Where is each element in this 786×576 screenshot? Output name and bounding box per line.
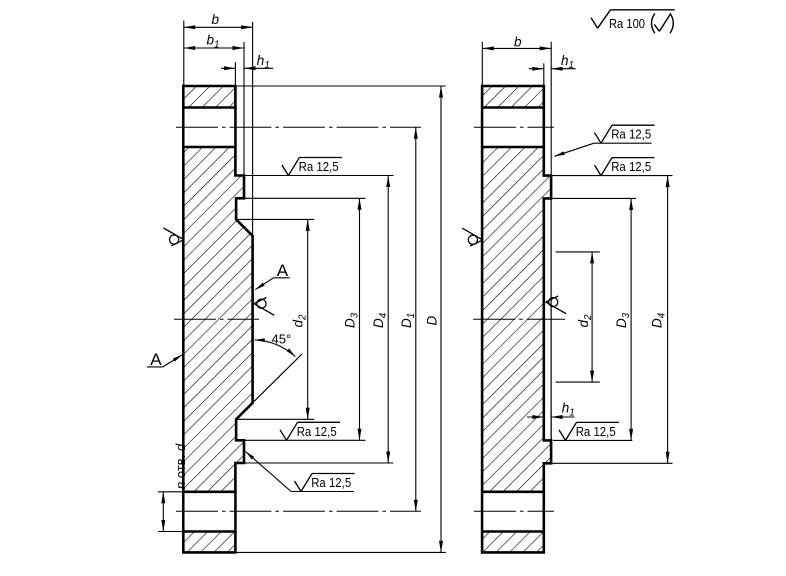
svg-text:n отв. d: n отв. d xyxy=(173,443,188,489)
svg-text:Ra 100: Ra 100 xyxy=(609,16,645,31)
svg-text:Ra 12,5: Ra 12,5 xyxy=(311,475,351,490)
svg-text:Ra 12,5: Ra 12,5 xyxy=(611,159,651,174)
svg-text:b: b xyxy=(212,12,220,27)
svg-text:b: b xyxy=(514,35,522,50)
svg-text:45°: 45° xyxy=(272,331,292,346)
svg-text:Ra 12,5: Ra 12,5 xyxy=(611,127,651,142)
svg-text:A: A xyxy=(150,350,162,369)
svg-text:A: A xyxy=(277,261,289,280)
svg-text:Ra 12,5: Ra 12,5 xyxy=(576,424,616,439)
svg-text:Ra 12,5: Ra 12,5 xyxy=(297,424,337,439)
svg-text:D: D xyxy=(425,316,440,326)
svg-text:Ra 12,5: Ra 12,5 xyxy=(299,159,339,174)
